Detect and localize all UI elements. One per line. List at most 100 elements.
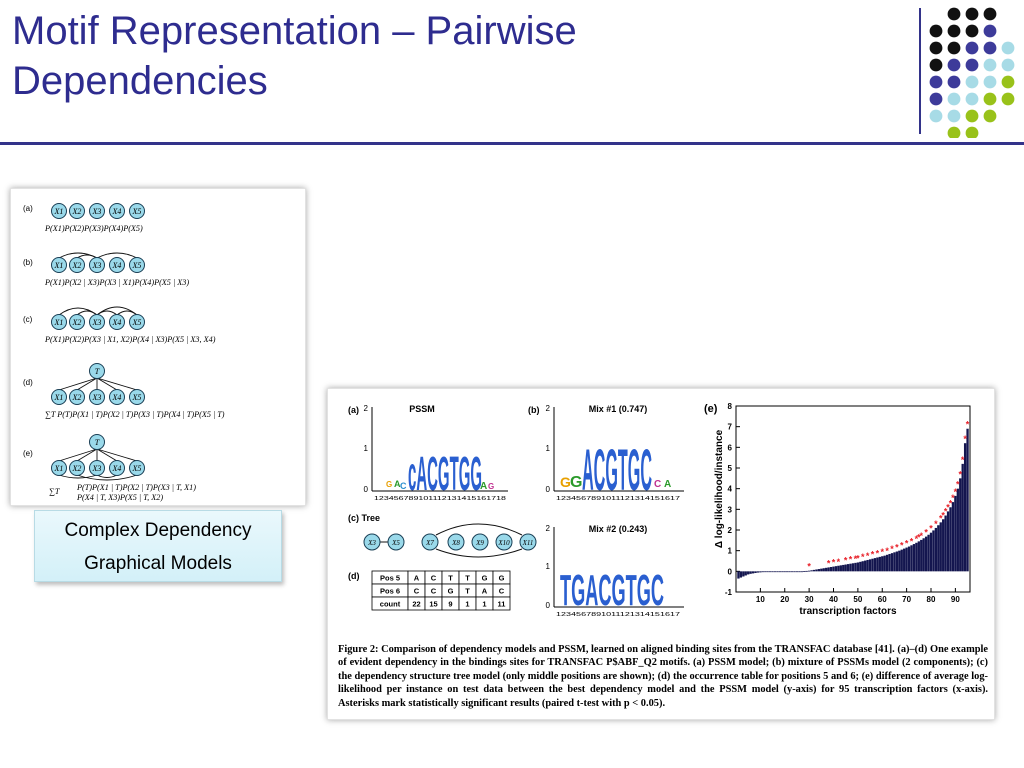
bar bbox=[949, 507, 952, 572]
decor-dot bbox=[947, 109, 961, 123]
panel-b-ytick-1: 1 bbox=[546, 444, 551, 453]
model-panel-tag: (e) bbox=[23, 449, 33, 458]
bar bbox=[786, 571, 789, 573]
bar bbox=[934, 527, 938, 572]
model-node: X4 bbox=[109, 203, 125, 219]
model-node: X2 bbox=[69, 389, 85, 405]
logo-b-tail-2: A bbox=[664, 479, 671, 490]
bar bbox=[800, 571, 803, 573]
table-cell-text: 15 bbox=[429, 600, 437, 609]
model-node: X3 bbox=[89, 389, 105, 405]
bar bbox=[805, 570, 808, 572]
root-edge bbox=[76, 377, 98, 391]
model-node: X4 bbox=[109, 314, 125, 330]
decor-dot bbox=[965, 7, 979, 21]
x-tick-label: 10 bbox=[756, 595, 765, 604]
model-formula-line-2: P(X4 | T, X3)P(X5 | T, X2) bbox=[76, 493, 163, 502]
model-node: X1 bbox=[51, 257, 67, 273]
svg-text:X7: X7 bbox=[425, 539, 434, 547]
svg-text:X2: X2 bbox=[72, 261, 82, 270]
table-cell-text: G bbox=[448, 587, 454, 596]
panel-b-ytick-2: 2 bbox=[546, 404, 551, 413]
decorative-dot-grid bbox=[929, 7, 1015, 138]
root-edge bbox=[96, 448, 118, 462]
table-cell-text: Pos 5 bbox=[380, 574, 400, 583]
table-cell-text: G bbox=[499, 574, 505, 583]
bar bbox=[742, 571, 745, 577]
tree-node: X10 bbox=[495, 533, 513, 551]
tree-node: X9 bbox=[471, 533, 489, 551]
bar bbox=[759, 571, 762, 573]
table-cell-text: 22 bbox=[412, 600, 420, 609]
svg-text:X1: X1 bbox=[54, 393, 64, 402]
bar bbox=[751, 571, 755, 574]
mix2-ytick-2: 2 bbox=[546, 524, 551, 533]
model-node: X1 bbox=[51, 389, 67, 405]
bar bbox=[834, 566, 838, 572]
svg-text:X10: X10 bbox=[497, 539, 510, 547]
bar bbox=[946, 511, 950, 572]
significance-asterisk: * bbox=[956, 480, 960, 490]
model-node: X5 bbox=[129, 460, 145, 476]
bar bbox=[812, 569, 816, 572]
significance-asterisk: * bbox=[924, 528, 928, 538]
tree-arc bbox=[435, 548, 523, 558]
bar bbox=[810, 570, 813, 572]
x-tick-label: 20 bbox=[780, 595, 789, 604]
bar bbox=[871, 558, 874, 572]
model-panel-tag: (b) bbox=[23, 258, 33, 267]
significance-asterisk: * bbox=[966, 420, 970, 430]
bar bbox=[898, 550, 901, 572]
bar bbox=[764, 571, 767, 573]
bar bbox=[922, 538, 925, 572]
bar bbox=[944, 515, 947, 572]
bar bbox=[859, 561, 862, 572]
bar bbox=[861, 561, 864, 572]
significance-asterisk: * bbox=[905, 539, 909, 549]
bar bbox=[920, 539, 923, 572]
logo-a-tail-2: G bbox=[488, 482, 494, 491]
decor-dot bbox=[929, 41, 943, 55]
significance-asterisk: * bbox=[939, 513, 943, 523]
bar bbox=[778, 571, 782, 573]
mix2-logo-letters: TGACGTGC bbox=[560, 566, 664, 615]
bar bbox=[905, 547, 908, 572]
bar bbox=[744, 571, 747, 576]
bar bbox=[963, 443, 967, 572]
bar bbox=[768, 571, 772, 573]
model-formula: ∑T P(T)P(X1 | T)P(X2 | T)P(X3 | T)P(X4 |… bbox=[45, 410, 225, 419]
dependency-arc bbox=[58, 474, 98, 479]
model-node: X3 bbox=[89, 314, 105, 330]
model-node: X5 bbox=[129, 257, 145, 273]
decor-dot bbox=[947, 7, 961, 21]
y-tick-label: 6 bbox=[728, 443, 733, 452]
bar bbox=[773, 571, 777, 573]
y-tick-label: -1 bbox=[725, 588, 733, 597]
significance-asterisk: * bbox=[832, 558, 836, 568]
decor-dot bbox=[947, 41, 961, 55]
svg-text:X9: X9 bbox=[475, 539, 484, 547]
bar bbox=[766, 571, 769, 573]
bar bbox=[783, 571, 786, 573]
y-tick-label: 3 bbox=[728, 505, 733, 514]
table-cell bbox=[492, 596, 511, 611]
bar bbox=[878, 556, 881, 572]
model-node: X2 bbox=[69, 314, 85, 330]
panel-a-ytick-0: 0 bbox=[364, 485, 369, 494]
bar bbox=[888, 553, 891, 572]
svg-text:X5: X5 bbox=[132, 207, 142, 216]
significance-asterisk: * bbox=[866, 551, 870, 561]
table-cell-text: G bbox=[482, 574, 488, 583]
bar bbox=[803, 571, 806, 572]
caption-line-1: Complex Dependency bbox=[64, 520, 252, 541]
decor-dot bbox=[983, 7, 997, 21]
chart-frame bbox=[735, 405, 971, 593]
y-tick-label: 0 bbox=[728, 567, 733, 576]
bar bbox=[959, 478, 962, 572]
svg-text:X3: X3 bbox=[92, 207, 102, 216]
decor-dot bbox=[965, 58, 979, 72]
tree-node: X7 bbox=[421, 533, 439, 551]
model-node: X3 bbox=[89, 203, 105, 219]
